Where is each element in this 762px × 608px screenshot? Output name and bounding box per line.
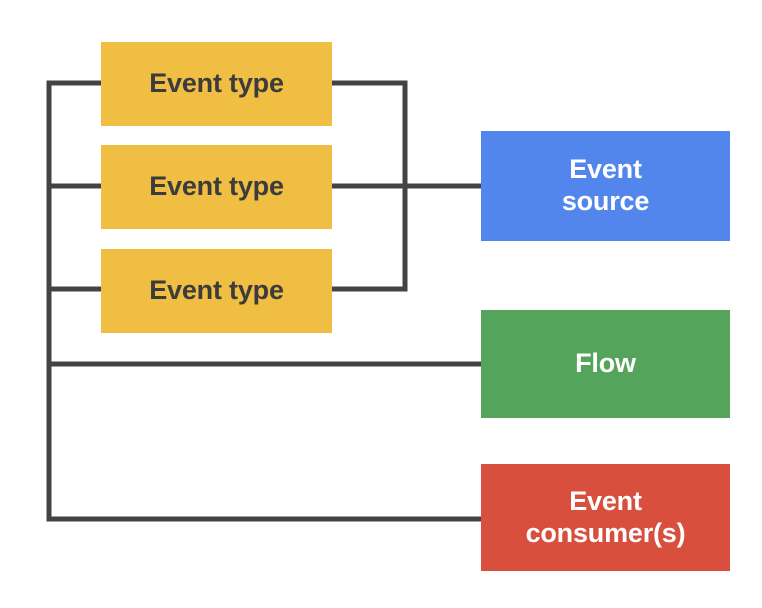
- event-consumer-node-label: Event consumer(s): [525, 485, 686, 548]
- event-type-node-2-label: Event type: [149, 171, 284, 202]
- event-type-node-3-label: Event type: [149, 275, 284, 306]
- event-source-node-label: Event source: [561, 154, 650, 216]
- event-consumer-node[interactable]: Event consumer(s): [481, 464, 730, 571]
- event-type-node-3[interactable]: Event type: [101, 249, 332, 333]
- event-source-node[interactable]: Event source: [481, 131, 730, 241]
- flow-node[interactable]: Flow: [481, 310, 730, 418]
- event-type-node-1-label: Event type: [149, 68, 284, 99]
- event-type-node-2[interactable]: Event type: [101, 145, 332, 229]
- event-type-node-1[interactable]: Event type: [101, 42, 332, 126]
- flow-node-label: Flow: [575, 348, 636, 379]
